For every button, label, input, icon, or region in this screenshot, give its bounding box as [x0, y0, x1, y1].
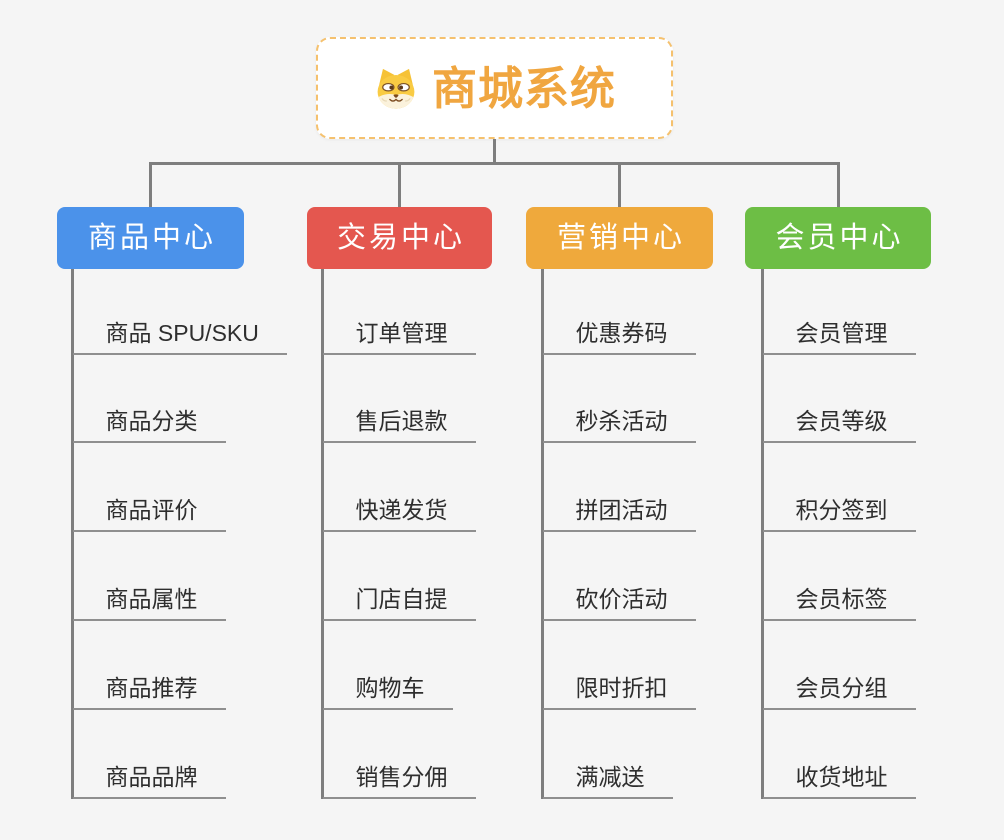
leaf-node[interactable]: 销售分佣 [322, 764, 476, 799]
branch-drop-connector [398, 164, 401, 207]
branch-node-marketing-center[interactable]: 营销中心 [526, 207, 713, 269]
leaf-node[interactable]: 限时折扣 [542, 675, 696, 710]
branch-vline-connector [761, 269, 764, 799]
branch-node-product-center[interactable]: 商品中心 [57, 207, 244, 269]
leaf-node[interactable]: 商品 SPU/SKU [72, 320, 287, 355]
root-node[interactable]: 商城系统 [316, 37, 673, 139]
leaf-node[interactable]: 砍价活动 [542, 586, 696, 621]
branch-vline-connector [321, 269, 324, 799]
leaf-node[interactable]: 商品分类 [72, 409, 226, 444]
leaf-node[interactable]: 购物车 [322, 675, 453, 710]
leaf-node[interactable]: 商品推荐 [72, 675, 226, 710]
leaf-node[interactable]: 门店自提 [322, 586, 476, 621]
branch-node-member-center[interactable]: 会员中心 [745, 207, 931, 269]
leaf-node[interactable]: 会员管理 [762, 320, 916, 355]
branch-node-trade-center[interactable]: 交易中心 [307, 207, 492, 269]
branch-vline-connector [71, 269, 74, 799]
branch-vline-connector [541, 269, 544, 799]
leaf-node[interactable]: 会员标签 [762, 586, 916, 621]
branch-drop-connector [149, 164, 152, 207]
branch-label: 交易中心 [336, 221, 465, 254]
leaf-node[interactable]: 收货地址 [762, 764, 916, 799]
branch-drop-connector [618, 164, 621, 207]
root-stem-connector [493, 139, 496, 165]
branch-bus-connector [149, 162, 840, 165]
leaf-node[interactable]: 商品品牌 [72, 764, 226, 799]
leaf-node[interactable]: 优惠券码 [542, 320, 696, 355]
root-title: 商城系统 [431, 62, 616, 114]
leaf-node[interactable]: 商品评价 [72, 498, 226, 533]
leaf-node[interactable]: 拼团活动 [542, 498, 696, 533]
leaf-node[interactable]: 满减送 [542, 764, 673, 799]
leaf-node[interactable]: 快递发货 [322, 498, 476, 533]
leaf-node[interactable]: 会员分组 [762, 675, 916, 710]
branch-label: 商品中心 [87, 221, 216, 254]
branch-label: 营销中心 [556, 221, 685, 254]
branch-drop-connector [836, 164, 840, 207]
leaf-node[interactable]: 积分签到 [762, 498, 916, 533]
dog-face-icon [377, 68, 415, 109]
leaf-node[interactable]: 会员等级 [762, 409, 916, 444]
leaf-node[interactable]: 订单管理 [322, 320, 476, 355]
leaf-node[interactable]: 商品属性 [72, 586, 226, 621]
branch-label: 会员中心 [775, 221, 904, 254]
leaf-node[interactable]: 秒杀活动 [542, 409, 696, 444]
leaf-node[interactable]: 售后退款 [322, 409, 476, 444]
